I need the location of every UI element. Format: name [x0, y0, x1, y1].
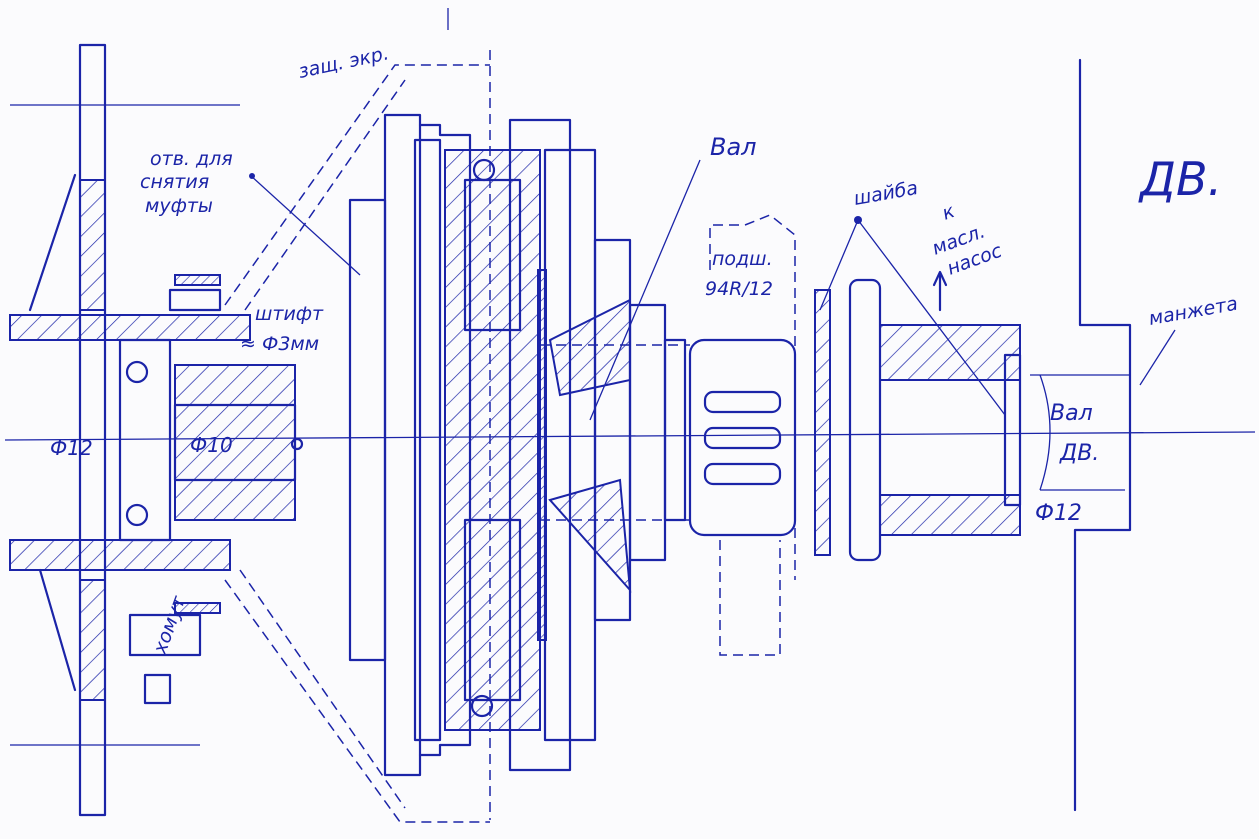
label-shaft: Вал	[710, 133, 757, 161]
leader-lines	[249, 8, 1176, 421]
motor-housing	[1030, 58, 1132, 812]
bearing	[688, 214, 797, 656]
label-motor-shaft-2: ДВ.	[1059, 441, 1099, 466]
label-pin-1: штифт	[255, 303, 324, 325]
label-dia-inner: Ф10	[190, 433, 233, 457]
label-clamp: хомут	[149, 592, 191, 657]
label-dia-left: Ф12	[50, 436, 93, 460]
label-hole-2: снятия	[140, 171, 209, 193]
label-hole-1: отв. для	[150, 148, 233, 170]
left-hub	[9, 274, 304, 705]
label-seal: манжета	[1147, 293, 1239, 330]
label-motor: ДВ.	[1138, 152, 1222, 206]
label-washer: шайба	[852, 177, 920, 210]
washer	[814, 289, 831, 556]
shaft	[540, 298, 690, 593]
label-shield: защ. экр.	[296, 42, 390, 83]
label-bearing-1: подш.	[712, 248, 773, 270]
label-motor-shaft-1: Вал	[1050, 401, 1093, 426]
label-pin-2: ≈ Ф3мм	[240, 333, 319, 355]
coupling-flanges	[348, 113, 632, 777]
motor-coupling-bushing	[848, 270, 1022, 562]
label-hole-3: муфты	[145, 195, 213, 217]
left-frame	[28, 43, 107, 817]
label-oil-1: к	[939, 200, 958, 225]
label-dia-right: Ф12	[1035, 501, 1082, 526]
label-bearing-2: 94R/12	[705, 278, 773, 300]
